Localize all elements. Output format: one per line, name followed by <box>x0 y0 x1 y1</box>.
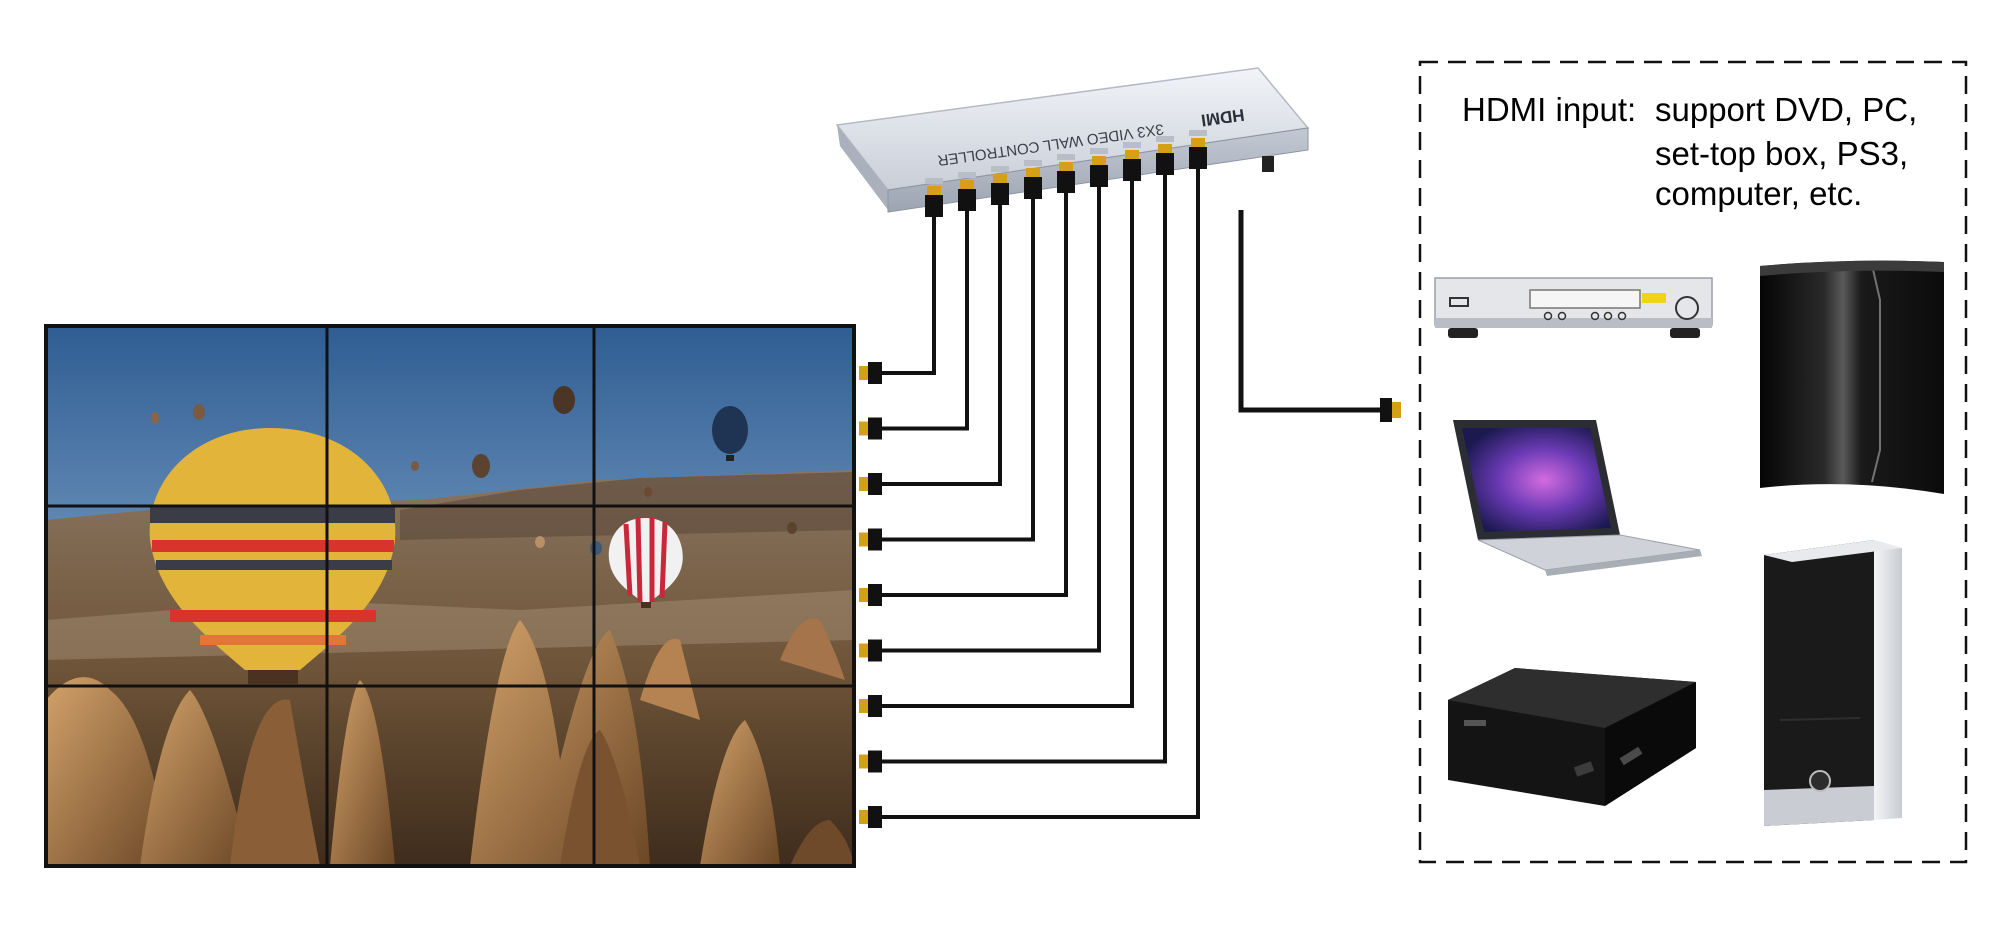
output-port <box>927 186 941 195</box>
wall-connector-tip <box>859 643 868 658</box>
wall-connector-tip <box>859 366 868 380</box>
output-port <box>1191 138 1205 147</box>
output-port-plug <box>925 195 943 217</box>
output-port-label <box>1189 130 1207 136</box>
wall-connector-tip <box>859 699 868 713</box>
hdmi-input-plug <box>1380 398 1392 422</box>
wall-connector-tip <box>859 588 868 602</box>
hdmi-output-cable <box>880 217 936 375</box>
output-port-plug <box>1189 147 1207 169</box>
hdmi-input-description-line-3: computer, etc. <box>1655 175 1863 212</box>
hdmi-output-cable <box>880 205 1002 486</box>
wall-connector-plug <box>868 639 882 662</box>
wall-connector-tip <box>859 421 868 436</box>
wall-connector-tip <box>859 810 868 824</box>
output-port <box>960 180 974 189</box>
hdmi-input-description-line-2: set-top box, PS3, <box>1655 135 1909 172</box>
output-port-label <box>1090 148 1108 154</box>
hdmi-output-cable <box>880 175 1167 764</box>
output-port-label <box>958 172 976 178</box>
output-port-plug <box>1090 165 1108 187</box>
hdmi-output-cable <box>880 169 1200 819</box>
wall-connector-plug <box>868 473 882 495</box>
output-port-label <box>1156 136 1174 142</box>
desktop-computer-icon <box>1764 540 1902 826</box>
video-wall <box>44 324 856 868</box>
hdmi-output-cable <box>880 181 1134 708</box>
output-port <box>1026 168 1040 177</box>
output-port-label <box>925 178 943 184</box>
wall-connector-plug <box>868 362 882 384</box>
laptop-icon <box>1453 420 1702 576</box>
hdmi-output-cable <box>880 211 969 431</box>
wall-connector-tip <box>859 477 868 491</box>
hdmi-output-cable <box>880 193 1068 597</box>
wall-connector-plug <box>868 806 882 828</box>
output-port <box>1158 144 1172 153</box>
striped-balloon <box>608 517 683 608</box>
large-balloon <box>149 428 396 684</box>
output-port-label <box>1123 142 1141 148</box>
output-port-label <box>1057 154 1075 160</box>
output-port <box>1092 156 1106 165</box>
wall-connector-plug <box>868 584 882 606</box>
output-port <box>993 174 1007 183</box>
output-port-plug <box>1123 159 1141 181</box>
hdmi-output-cables <box>859 169 1200 828</box>
power-switch <box>1262 156 1274 172</box>
wall-connector-tip <box>859 754 868 769</box>
output-port <box>1059 162 1073 171</box>
dvd-player-icon <box>1434 277 1713 338</box>
wall-connector-plug <box>868 750 882 773</box>
output-port-plug <box>991 183 1009 205</box>
video-wall-picture <box>46 326 854 866</box>
output-port-plug <box>1156 153 1174 175</box>
wall-connector-plug <box>868 417 882 440</box>
output-port <box>1125 150 1139 159</box>
hdmi-output-cable <box>880 199 1035 542</box>
hdmi-input-cable <box>1238 210 1401 422</box>
ps3-console-icon <box>1760 260 1944 494</box>
set-top-box-icon <box>1448 668 1696 806</box>
wall-connector-plug <box>868 695 882 717</box>
output-port-plug <box>958 189 976 211</box>
video-wall-frame <box>44 324 856 868</box>
hdmi-input-description-line-1: support DVD, PC, <box>1655 91 1918 128</box>
output-port-plug <box>1057 171 1075 193</box>
output-port-label <box>991 166 1009 172</box>
wall-connector-tip <box>859 532 868 547</box>
video-wall-controller: 3X3 VIDEO WALL CONTROLLER HDMI <box>835 67 1310 217</box>
output-port-plug <box>1024 177 1042 199</box>
hdmi-output-cable <box>880 187 1101 653</box>
hdmi-input-label: HDMI input: <box>1462 91 1637 128</box>
output-port-label <box>1024 160 1042 166</box>
wall-connector-plug <box>868 528 882 551</box>
controller-output-ports <box>925 130 1207 217</box>
